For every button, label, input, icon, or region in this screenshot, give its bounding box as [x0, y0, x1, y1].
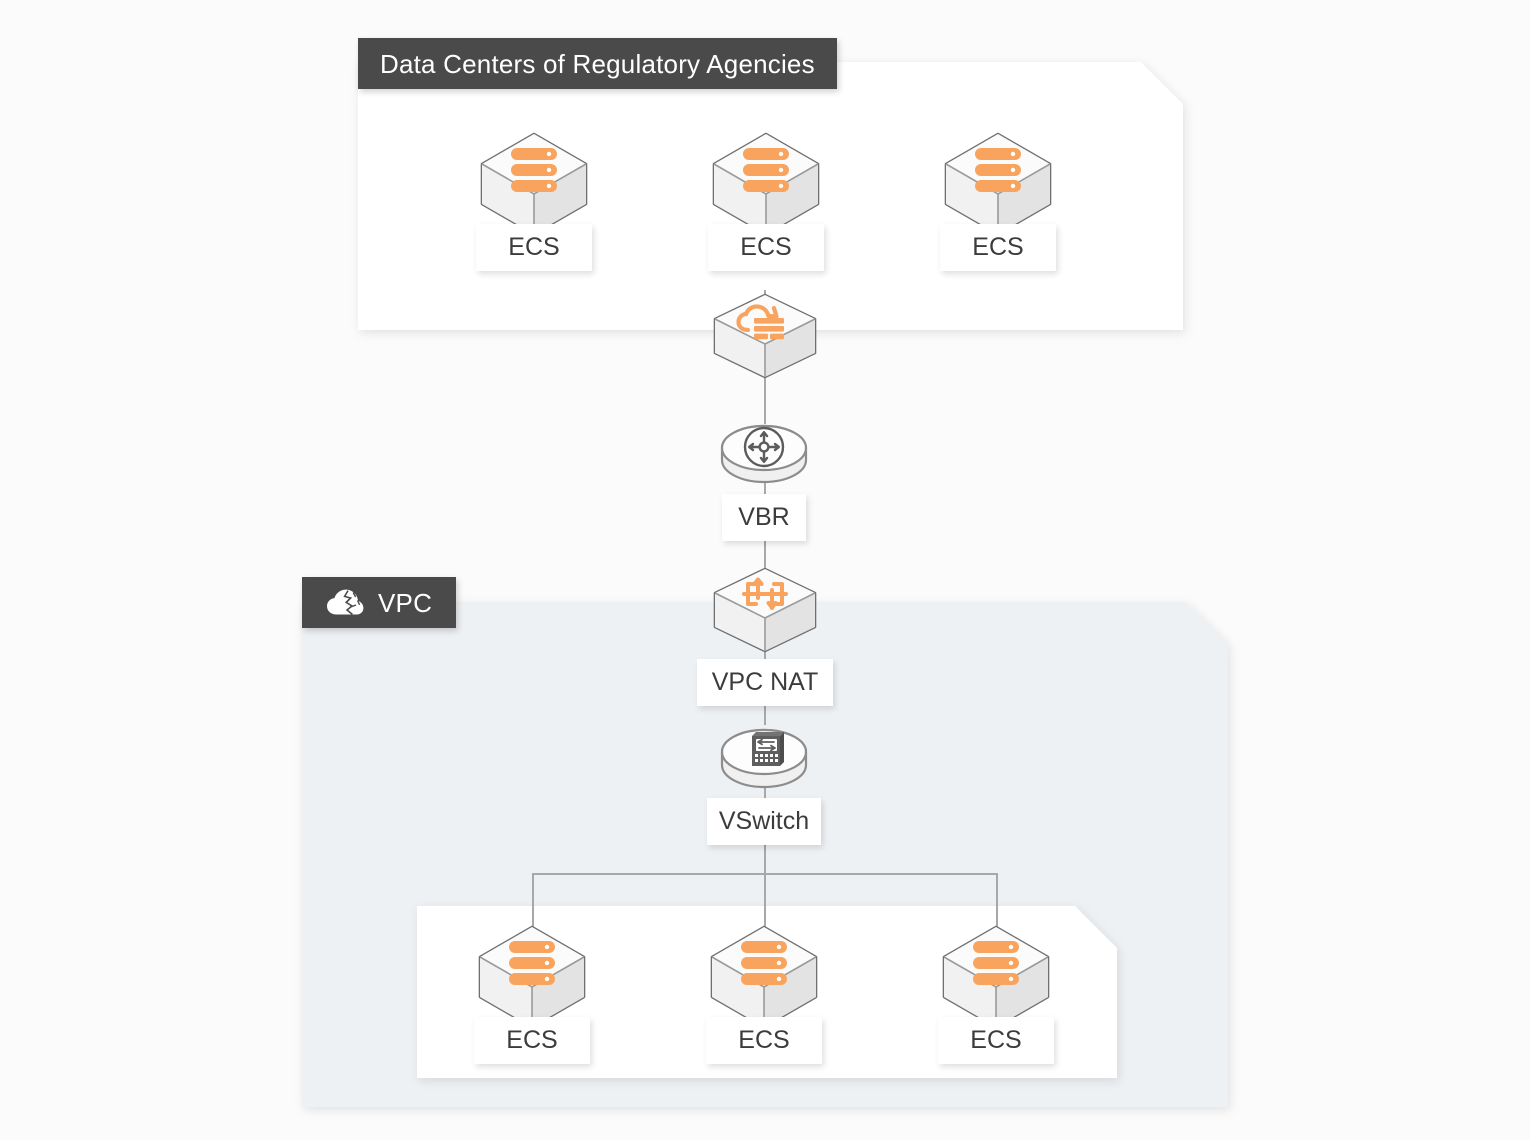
server-cube-icon: [940, 923, 1052, 1036]
connector-express-to-vbr: [764, 372, 766, 424]
node-vpc-ecs-1-label: ECS: [474, 1017, 590, 1064]
nat-gateway-cube-icon: [710, 566, 820, 661]
node-vswitch-label: VSwitch: [707, 798, 821, 845]
connector-bus-to-ecs-2: [764, 873, 766, 933]
node-dc-ecs-1-label: ECS: [476, 224, 592, 271]
node-vbr-label: VBR: [722, 494, 806, 541]
server-cube-icon: [476, 923, 588, 1036]
node-dc-ecs-2-label: ECS: [708, 224, 824, 271]
badge-vpc: VPC: [302, 577, 457, 628]
server-cube-icon: [708, 923, 820, 1036]
node-dc-ecs-3-label: ECS: [940, 224, 1056, 271]
server-cube-icon: [478, 130, 590, 243]
server-cube-icon: [710, 130, 822, 243]
badge-data-centers: Data Centers of Regulatory Agencies: [358, 38, 837, 89]
node-vpc-nat-label: VPC NAT: [697, 659, 833, 706]
switch-cylinder-icon: [718, 720, 810, 809]
cloud-icon: [326, 589, 364, 617]
node-vpc-ecs-2-label: ECS: [706, 1017, 822, 1064]
server-cube-icon: [942, 130, 1054, 243]
badge-vpc-label: VPC: [378, 587, 433, 618]
node-vpc-ecs-3-label: ECS: [938, 1017, 1054, 1064]
badge-data-centers-label: Data Centers of Regulatory Agencies: [380, 48, 815, 79]
cloud-sync-cube-icon: [710, 292, 820, 387]
connector-bus-to-ecs-3: [996, 873, 998, 933]
router-cylinder-icon: [718, 417, 810, 504]
connector-bus-to-ecs-1: [532, 873, 534, 933]
